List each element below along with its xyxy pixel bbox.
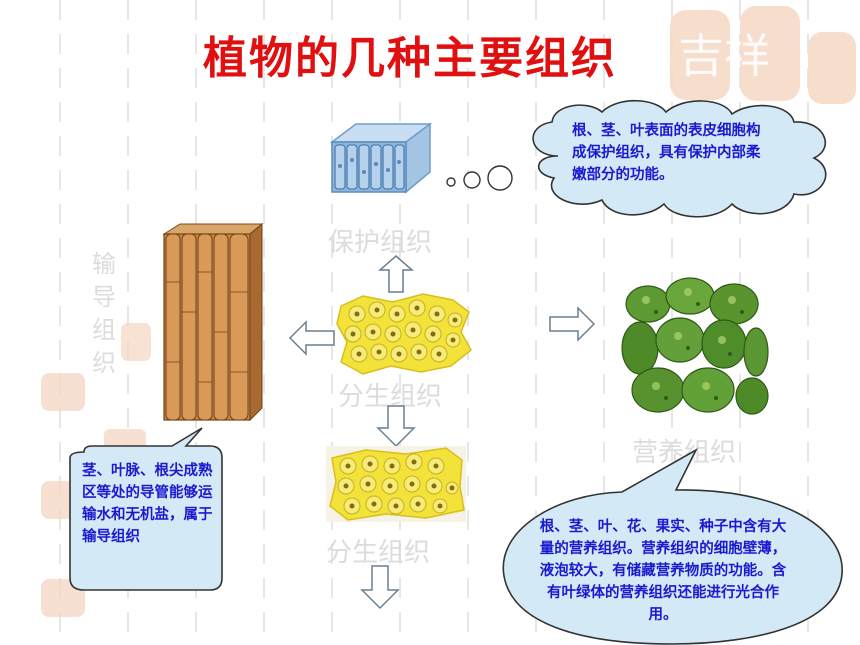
watermark-seal-left-5 <box>41 579 85 617</box>
thought-bubble-dots <box>446 165 513 191</box>
watermark-glyph: 吉祥 <box>678 29 770 83</box>
nutritive-info-callout <box>502 448 843 645</box>
conducting-info-text: 茎、叶脉、根尖成熟区等处的导管能够运输水和无机盐，属于输导组织 <box>82 463 213 545</box>
protective-info-cloud <box>532 100 827 218</box>
watermark-seal-left-1 <box>121 323 151 361</box>
protective-tissue-illustration <box>329 122 433 194</box>
arrow-left <box>288 320 335 356</box>
meristem-tissue-illustration-center <box>336 293 472 375</box>
arrow-down-upper <box>376 405 416 448</box>
watermark-seal-left-2 <box>41 373 85 411</box>
watermark-seal-top-right: 吉祥 <box>670 6 856 104</box>
label-protective-tissue: 保护组织 <box>328 228 433 258</box>
arrow-right <box>549 306 596 342</box>
arrow-down-lower <box>360 565 400 610</box>
page-title: 植物的几种主要组织 <box>203 33 617 84</box>
nutritive-info-text: 根、茎、叶、花、果实、种子中含有大量的营养组织。营养组织的细胞壁薄，液泡较大，有… <box>539 519 787 623</box>
protective-info-text: 根、茎、叶表面的表皮细胞构成保护组织，具有保护内部柔嫩部分的功能。 <box>572 123 761 183</box>
arrow-up <box>378 255 414 293</box>
label-conducting-tissue: 输导组织 <box>92 250 116 377</box>
nutritive-tissue-illustration <box>621 277 769 415</box>
label-meristem-lower: 分生组织 <box>326 538 431 568</box>
watermark-seal-left-3 <box>104 429 146 449</box>
meristem-tissue-illustration-lower <box>326 446 466 522</box>
conducting-tissue-illustration <box>162 222 264 422</box>
conducting-info-callout <box>69 427 223 591</box>
